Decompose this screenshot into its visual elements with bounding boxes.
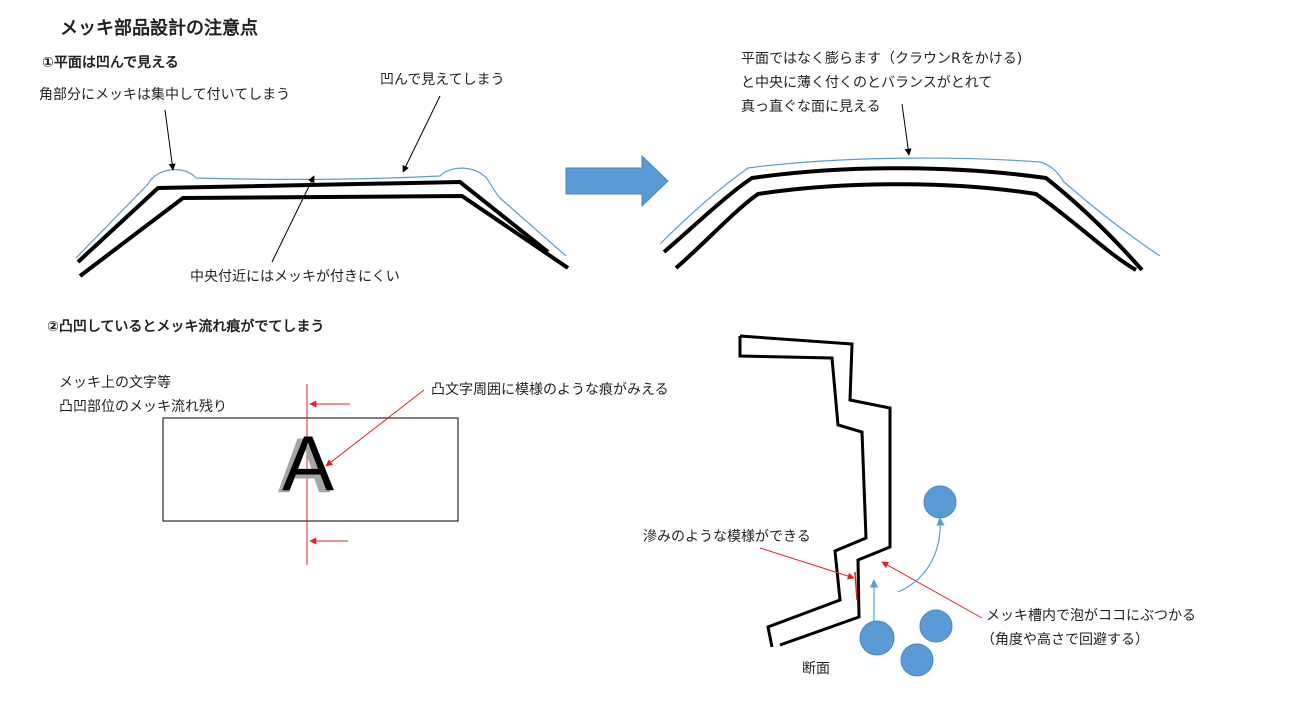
letter-panel [162,417,459,522]
center-leader-arrow [271,175,315,263]
bubble-left [859,620,895,656]
flow-residue: 凸凹部位のメッキ流れ残り [59,399,227,415]
bleed-note: 滲みのような模様ができる [643,529,811,545]
bleed-mark [854,571,858,601]
text-on-plating: メッキ上の文字等 [59,375,171,391]
center-note: 中央付近にはメッキが付きにくい [190,269,400,285]
crown-leader-arrow [901,103,912,156]
section1-heading: ①平面は凹んで見える [42,55,179,71]
bubble-deflect-arrow [897,517,945,593]
section2-heading: ②凸凹しているとメッキ流れ痕がでてしまう [47,319,325,335]
plating-layer-flat [75,167,567,259]
crown-line-3: 真っ直ぐな面に見える [741,99,881,115]
bubble-leader-arrow [881,561,983,619]
pattern-leader-arrow [325,389,425,467]
raised-letter: A [282,419,335,507]
letter-shadow: A [276,421,333,509]
transition-arrow [565,154,669,208]
crown-line-2: と中央に薄く付くのとバランスがとれて [741,75,993,91]
flat-part-shape [76,179,570,278]
plating-layer-crowned [659,157,1161,257]
bubble-top [923,485,957,519]
letter-caption: メッキ上の文字等 凸凹部位のメッキ流れ残り [59,371,227,419]
avoid-note: （角度や高さで回避する） [981,632,1149,648]
pattern-note: 凸文字周囲に模様のような痕がみえる [431,382,669,398]
bubble-note: メッキ槽内で泡がココにぶつかる [986,608,1196,624]
crown-line-1: 平面ではなく膨らます（クラウンRをかける) [741,51,1023,67]
corner-leader-arrow [164,109,176,171]
section-label: 断面 [802,661,830,677]
bleed-leader-arrow [759,547,855,580]
dent-leader-arrow [402,95,441,173]
crowned-part-shape [662,166,1144,272]
cross-section-shape [738,334,892,648]
crown-explanation: 平面ではなく膨らます（クラウンRをかける) と中央に薄く付くのとバランスがとれて… [741,47,1022,119]
bubble-bottom [900,643,934,677]
page-title: メッキ部品設計の注意点 [60,18,258,39]
corner-note: 角部分にメッキは集中して付いてしまう [39,87,291,103]
dent-note: 凹んで見えてしまう [380,72,505,88]
bubble-right [919,609,953,643]
